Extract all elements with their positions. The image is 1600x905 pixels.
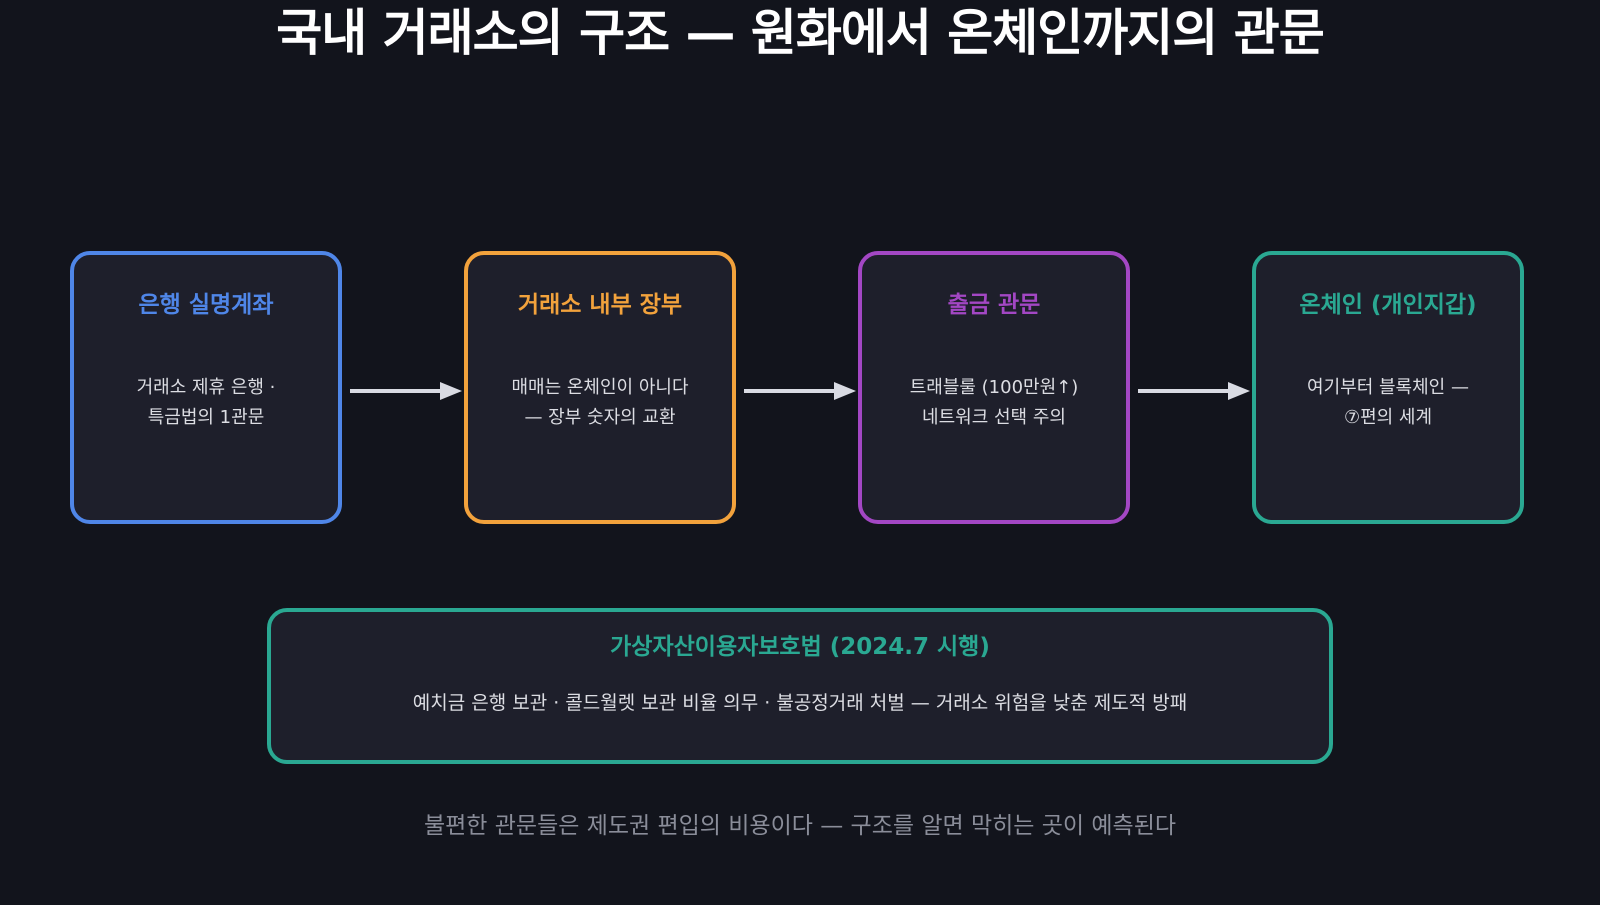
- stage-onchain-wallet: 온체인 (개인지갑) 여기부터 블록체인 — ⑦편의 세계: [1252, 251, 1524, 524]
- stage-bank-account: 은행 실명계좌 거래소 제휴 은행 · 특금법의 1관문: [70, 251, 342, 524]
- page-title: 국내 거래소의 구조 — 원화에서 온체인까지의 관문: [276, 4, 1324, 62]
- stage-title: 은행 실명계좌: [138, 292, 274, 318]
- stage-desc-line: ⑦편의 세계: [1343, 407, 1433, 428]
- stage-title: 온체인 (개인지갑): [1299, 292, 1477, 318]
- stage-description: 여기부터 블록체인 — ⑦편의 세계: [1266, 373, 1510, 433]
- footer-note: 불편한 관문들은 제도권 편입의 비용이다 — 구조를 알면 막히는 곳이 예측…: [423, 813, 1177, 839]
- stage-title: 거래소 내부 장부: [517, 292, 683, 318]
- law-description: 예치금 은행 보관 · 콜드월렛 보관 비율 의무 · 불공정거래 처벌 — 거…: [412, 692, 1188, 714]
- stage-withdrawal-gate: 출금 관문 트래블룰 (100만원↑) 네트워크 선택 주의: [858, 251, 1130, 524]
- stage-desc-line: 트래블룰 (100만원↑): [909, 377, 1079, 398]
- stage-desc-line: 거래소 제휴 은행 ·: [136, 377, 276, 398]
- stage-description: 트래블룰 (100만원↑) 네트워크 선택 주의: [872, 373, 1116, 433]
- stage-description: 거래소 제휴 은행 · 특금법의 1관문: [84, 373, 328, 433]
- stage-internal-ledger: 거래소 내부 장부 매매는 온체인이 아니다 — 장부 숫자의 교환: [464, 251, 736, 524]
- stage-desc-line: — 장부 숫자의 교환: [524, 407, 676, 428]
- law-title: 가상자산이용자보호법 (2024.7 시행): [610, 634, 990, 660]
- arrow-withdrawal-to-onchain: [1138, 382, 1250, 400]
- stage-desc-line: 여기부터 블록체인 —: [1307, 377, 1469, 398]
- stage-desc-line: 특금법의 1관문: [147, 407, 265, 428]
- law-callout-box: 가상자산이용자보호법 (2024.7 시행) 예치금 은행 보관 · 콜드월렛 …: [267, 608, 1333, 764]
- stage-desc-line: 매매는 온체인이 아니다: [511, 377, 689, 398]
- arrow-bank-to-ledger: [350, 382, 462, 400]
- arrow-ledger-to-withdrawal: [744, 382, 856, 400]
- stage-description: 매매는 온체인이 아니다 — 장부 숫자의 교환: [478, 373, 722, 433]
- stage-desc-line: 네트워크 선택 주의: [922, 407, 1066, 428]
- stage-title: 출금 관문: [947, 292, 1041, 318]
